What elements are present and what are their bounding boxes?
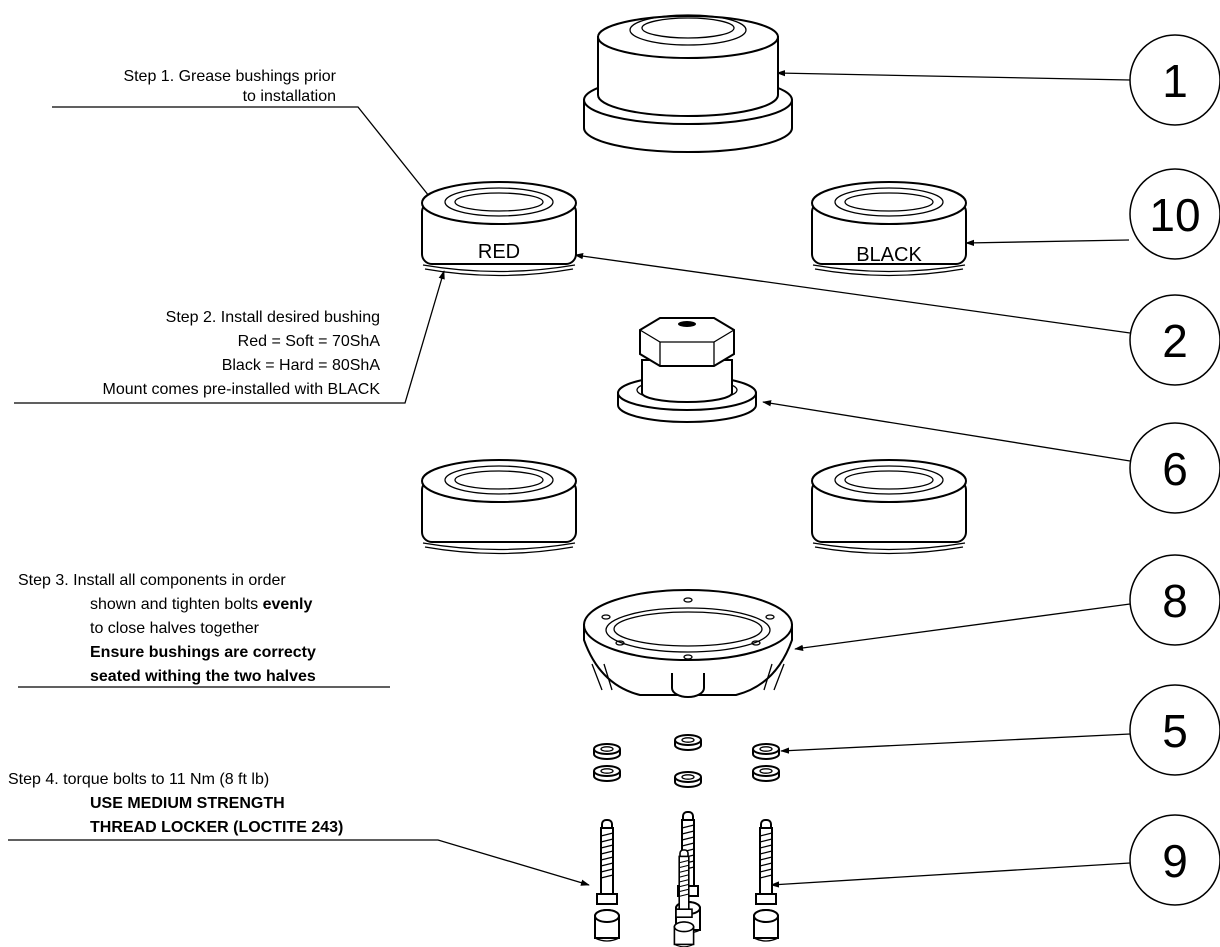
balloon-6: 6	[1129, 422, 1220, 514]
bolt-group	[594, 811, 779, 947]
step-2-note: Step 2. Install desired bushing Red = So…	[103, 309, 381, 398]
bushing-lower-left-icon	[421, 459, 577, 555]
balloon-1: 1	[1129, 34, 1220, 126]
step-4-note: Step 4. torque bolts to 11 Nm (8 ft lb) …	[8, 771, 343, 836]
leader-step-4	[8, 839, 590, 886]
leader-lines	[8, 70, 1131, 888]
leader-balloon-1	[776, 70, 1131, 81]
step-3-line-4: Ensure bushings are correcty	[90, 644, 316, 661]
balloon-9: 9	[1129, 814, 1220, 906]
step-4-line-3: THREAD LOCKER (LOCTITE 243)	[90, 819, 343, 836]
bushing-red-label: RED	[478, 241, 520, 263]
washer-icon	[593, 765, 621, 782]
leader-balloon-8	[794, 603, 1131, 652]
bushing-lower-right-icon	[811, 459, 967, 555]
balloon-8-number: 8	[1162, 575, 1188, 627]
housing-bottom-icon	[583, 589, 793, 698]
leader-balloon-2	[574, 253, 1131, 334]
step-3-note: Step 3. Install all components in order …	[18, 572, 316, 685]
balloon-2-number: 2	[1162, 315, 1188, 367]
step-2-line-3: Black = Hard = 80ShA	[222, 357, 381, 374]
step-3-line-2-emphasis: evenly	[263, 596, 313, 613]
bushing-black-label: BLACK	[856, 244, 922, 266]
step-3-line-5: seated withing the two halves	[90, 668, 316, 685]
step-3-line-2: shown and tighten bolts evenly	[90, 596, 312, 613]
balloon-1-number: 1	[1162, 55, 1188, 107]
washer-icon	[752, 765, 780, 782]
housing-top-icon	[583, 14, 793, 153]
leader-balloon-9	[770, 862, 1131, 888]
step-3-line-1: Step 3. Install all components in order	[18, 572, 286, 589]
step-4-line-1: Step 4. torque bolts to 11 Nm (8 ft lb)	[8, 771, 269, 788]
hex-stud-icon	[617, 317, 757, 423]
leader-step-2	[14, 270, 445, 404]
step-1-line-2: to installation	[243, 88, 336, 105]
washer-group	[593, 734, 780, 788]
balloon-10-number: 10	[1149, 189, 1200, 241]
washer-icon	[674, 771, 702, 788]
balloon-5: 5	[1129, 684, 1220, 776]
bolt-icon	[594, 819, 620, 942]
balloon-5-number: 5	[1162, 705, 1188, 757]
balloon-8: 8	[1129, 554, 1220, 646]
balloon-6-number: 6	[1162, 443, 1188, 495]
step-2-line-4: Mount comes pre-installed with BLACK	[103, 381, 381, 398]
washer-icon	[752, 743, 780, 760]
leader-balloon-6	[762, 400, 1131, 462]
step-2-line-2: Red = Soft = 70ShA	[238, 333, 381, 350]
step-4-line-2: USE MEDIUM STRENGTH	[90, 795, 285, 812]
step-3-line-3: to close halves together	[90, 620, 260, 637]
step-1-line-1: Step 1. Grease bushings prior	[123, 68, 336, 85]
step-1-note: Step 1. Grease bushings prior to install…	[123, 68, 336, 105]
leader-balloon-5	[780, 733, 1131, 754]
washer-icon	[674, 734, 702, 751]
step-2-line-1: Step 2. Install desired bushing	[166, 309, 380, 326]
washer-icon	[593, 743, 621, 760]
balloon-10: 10	[1129, 168, 1220, 260]
bolt-icon	[753, 819, 779, 942]
leader-balloon-10	[965, 239, 1130, 247]
balloon-2: 2	[1129, 294, 1220, 386]
balloon-9-number: 9	[1162, 835, 1188, 887]
leader-step-1	[52, 106, 434, 202]
step-3-line-2-text: shown and tighten bolts	[90, 596, 263, 613]
